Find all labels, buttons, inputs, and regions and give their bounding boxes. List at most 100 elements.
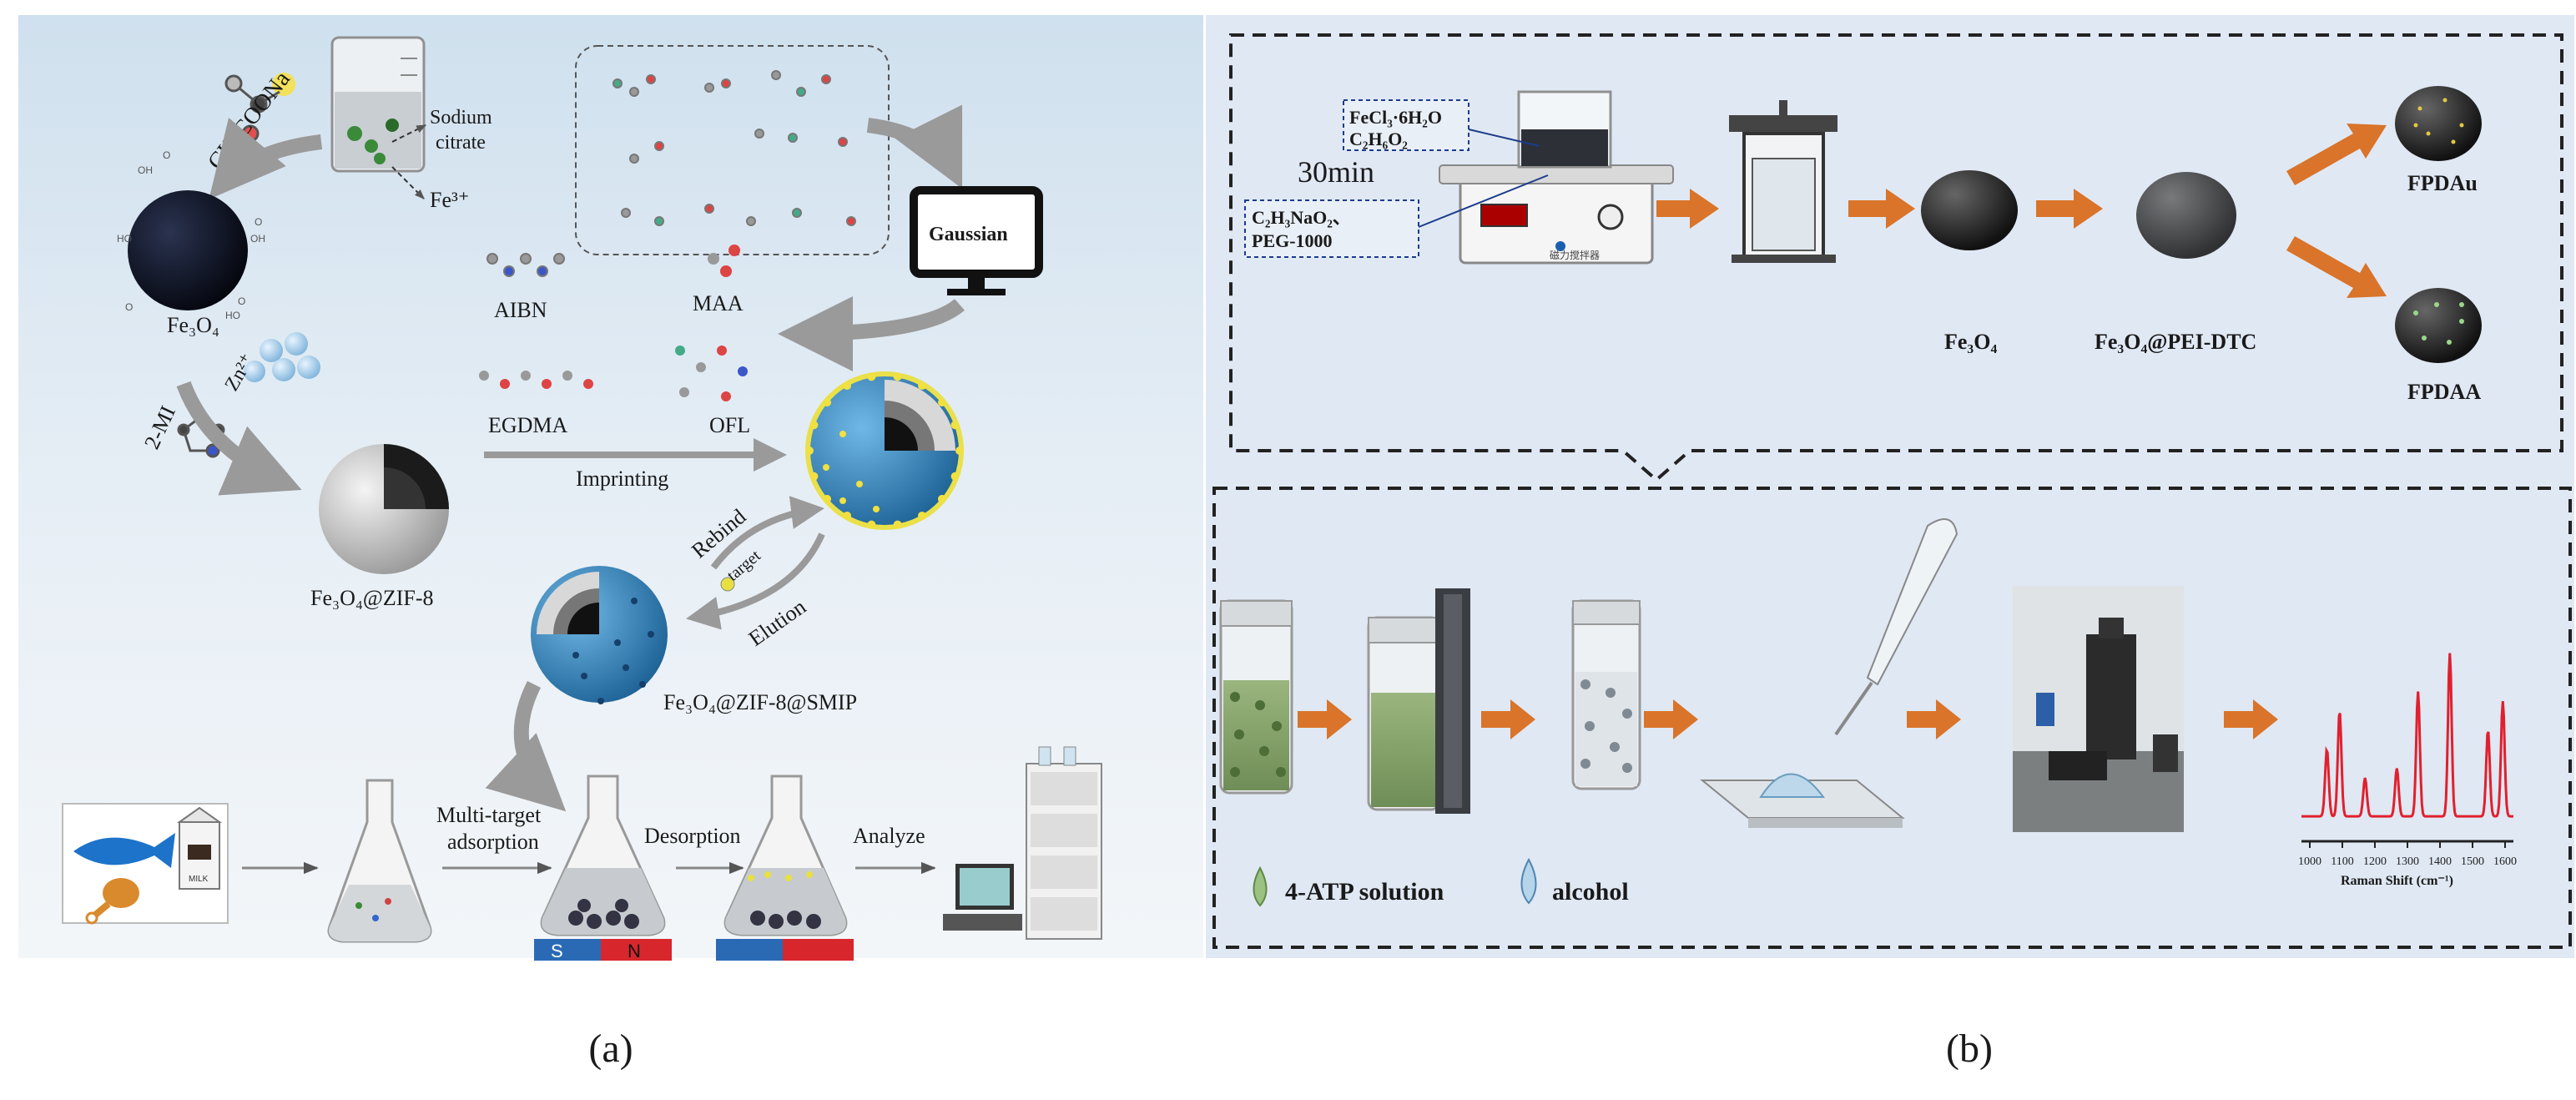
arrow-rebind [710,496,824,570]
decorative-dot [893,372,902,381]
decorative-dot [823,494,832,503]
svg-text:OH: OH [250,233,265,245]
svg-text:HO: HO [117,233,132,245]
decorative-dot [805,447,814,455]
zn-balls-icon [244,332,320,382]
decorative-dot [823,398,832,407]
acetate-molecule-icon [272,73,296,96]
svg-text:OH: OH [138,164,153,176]
fe3o4-zif8-sphere [319,444,449,574]
label-multi-target-1: Multi-target [436,803,542,827]
arrow-gaussian-to-maa [778,295,965,371]
legend-atp: 4-ATP solution [1285,878,1444,906]
label-fe3o4-b: Fe₃O₄ [1944,330,1997,354]
magnet-icon [534,939,672,961]
legend-alcohol: alcohol [1552,878,1629,906]
decorative-dot [873,506,880,512]
decorative-dot [950,472,960,481]
decorative-dot [809,421,819,430]
imprinted-sites-dots [805,372,964,529]
decorative-dot [597,698,604,704]
decorative-dot [2459,302,2464,307]
decorative-dot [1272,721,1282,731]
fpdaa-particle [2395,288,2482,363]
decorative-dot [823,464,829,471]
alcohol-drop-icon [1520,857,1537,905]
flask-adsorption-icon [540,775,666,936]
decorative-dot [809,472,819,481]
gaussian-monitor-icon [910,186,1043,295]
arrow-vial3-to-substrate [1644,699,1698,739]
flask-sample-icon [327,779,432,943]
arrow-vial2-to-vial3 [1481,699,1535,739]
label-multi-target-2: adsorption [447,830,539,854]
arrow-citrate [391,124,427,143]
decorative-dot [867,520,876,529]
decorative-dot [2413,310,2418,315]
vial-2-with-magnet-icon [1367,588,1470,814]
label-fe3o4-zif8-smip: Fe₃O₄@ZIF-8@SMIP [663,690,857,714]
pointer-line-2 [1468,129,1540,147]
template-molecules-icon [612,70,856,226]
arrow-to-fpdau [2286,124,2387,185]
decorative-dot [1230,692,1240,702]
decorative-dot [937,398,946,407]
raman-tick-label: 1600 [2493,855,2517,868]
smip-cavity-dots [572,598,654,704]
decorative-dot [2417,106,2422,111]
synthesis-box [1229,33,2563,482]
reagent-box-1 [1343,99,1469,151]
decorative-dot [1580,679,1590,689]
label-peg: PEG-1000 [1252,230,1333,251]
decorative-dot [893,520,902,529]
panel-b: 磁力搅拌器 FeCl₃·6H₂O C₂H₆O₂ 30min C₂H₃NaO₂、 … [1206,15,2574,1071]
decorative-dot [1610,742,1620,752]
fe3o4-pei-dtc-particle [2136,172,2236,259]
label-fe3o4-zif8: Fe₃O₄@ZIF-8 [310,586,434,610]
arrow-smip-to-flask [485,680,567,812]
arrow-stir-to-autoclave [1656,189,1719,229]
arrow-fe3o4-to-zif8 [176,381,302,496]
target-molecule-icon [720,577,735,592]
label-fe3o4-a: Fe₃O₄ [167,313,219,337]
arrow-substrate-to-raman [1907,699,1961,739]
atp-drop-icon [1253,865,1268,907]
fpdau-particle [2395,86,2482,161]
arrow-to-fpdaa [2286,236,2387,298]
svg-text:O: O [125,301,133,313]
flask-desorption-icon [723,775,848,936]
label-magnet-n: N [628,941,641,961]
decorative-dot [1276,767,1286,777]
decorative-dot [2442,98,2447,103]
label-maa: MAA [693,291,744,315]
svg-text:O: O [163,149,170,161]
decorative-dot [572,652,579,658]
imprinted-sphere [805,371,964,530]
ofl-molecule-icon [675,346,748,401]
label-fpdau: FPDAu [2407,171,2478,195]
fpdau-dots [2413,98,2464,144]
reagent-box-2 [1244,199,1419,258]
raman-tick-label: 1000 [2298,855,2321,868]
magnet-icon-2 [716,939,854,961]
beaker-icon [330,36,426,173]
label-stirrer: 磁力搅拌器 [1550,249,1600,261]
decorative-dot [856,481,863,487]
decorative-dot [2459,123,2464,128]
label-analyze: Analyze [853,824,925,848]
raman-xlabel: Raman Shift (cm⁻¹) [2341,874,2453,888]
label-aibn: AIBN [494,298,547,322]
detection-box [1212,487,2572,949]
decorative-dot [867,372,876,381]
raman-tick-label: 1400 [2428,855,2452,868]
decorative-dot [1234,729,1244,739]
decorative-dot [648,631,654,638]
label-egdma: EGDMA [488,413,568,437]
label-fe3plus: Fe³⁺ [430,188,470,212]
raman-tick-label: 1500 [2461,855,2484,868]
arrow-elution [686,532,825,630]
label-milk: MILK [189,875,209,884]
label-fecl3: FeCl₃·6H₂O [1349,107,1442,128]
label-fe3o4-pei-dtc: Fe₃O₄@PEI-DTC [2095,330,2256,354]
decorative-dot [581,673,587,679]
